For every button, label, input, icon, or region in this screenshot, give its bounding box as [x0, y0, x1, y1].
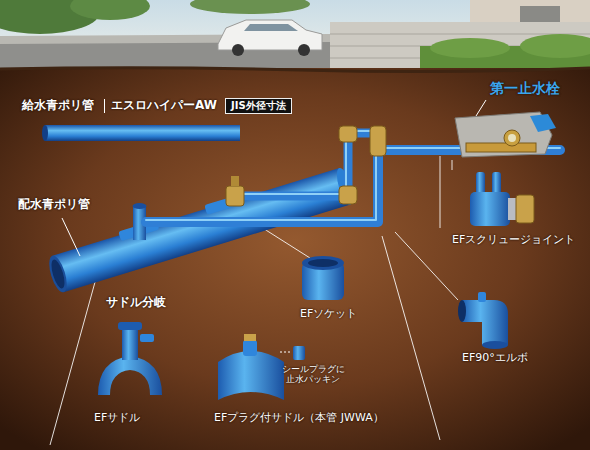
saddle-part	[98, 356, 162, 395]
illustration	[520, 6, 560, 24]
brass-fitting	[370, 126, 386, 156]
bracket-line	[395, 232, 458, 300]
brass-fitting	[226, 126, 386, 206]
bracket-line	[452, 160, 453, 170]
leader-line	[62, 100, 486, 256]
elbow-part	[478, 292, 486, 302]
seal-plug-part	[293, 346, 305, 360]
plug-saddle-part	[218, 334, 284, 400]
car	[244, 24, 298, 31]
part-name: EFサドル	[94, 412, 140, 425]
leader-line	[476, 100, 486, 116]
illustration	[0, 68, 590, 72]
bracket-line	[50, 264, 100, 445]
meter-box	[504, 130, 520, 146]
brass-fitting	[231, 176, 239, 186]
product-name: エスロハイパーAW	[104, 99, 217, 113]
socket-part	[302, 256, 344, 300]
illustration	[45, 125, 240, 141]
socket-part	[308, 259, 338, 267]
service-pipe	[240, 131, 378, 194]
plug-saddle-part	[243, 340, 257, 356]
screw-joint-part	[470, 192, 510, 226]
pipe-name: 配水青ポリ管	[18, 198, 90, 212]
saddle-part	[122, 326, 138, 360]
leader-line	[62, 218, 80, 256]
badge-text: JIS外径寸法	[231, 100, 286, 112]
pipe-name: 給水青ポリ管	[22, 99, 94, 113]
screw-joint-part	[516, 195, 534, 223]
main-pipe	[49, 258, 67, 290]
meter-box	[466, 143, 536, 152]
meter-box	[530, 114, 556, 132]
saddle-part	[118, 322, 142, 330]
part-name: EFプラグ付サドル（本管 JWWA）	[214, 412, 384, 425]
saddle-part	[98, 322, 162, 395]
part-note: シールプラグに 止水パッキン	[276, 364, 350, 385]
illustration	[42, 125, 48, 141]
plug-saddle-part	[218, 351, 284, 400]
spec-badge: JIS外径寸法	[225, 98, 292, 114]
group-name: サドル分岐	[106, 296, 166, 310]
brass-fitting	[226, 186, 244, 206]
illustration	[0, 68, 590, 450]
elbow-part	[462, 300, 508, 345]
brass-fitting	[339, 126, 357, 142]
meter-box	[508, 134, 516, 142]
bracket-line	[382, 236, 440, 440]
illustration	[430, 38, 510, 58]
brass-fitting	[339, 186, 357, 204]
bracket-line	[440, 156, 441, 228]
illustration	[520, 34, 590, 58]
service-pipe	[240, 133, 378, 196]
car	[298, 44, 310, 56]
plug-saddle-part	[244, 334, 256, 341]
saddle-part	[140, 334, 154, 342]
seal-plug-part	[280, 352, 290, 353]
meter-box	[455, 112, 556, 157]
seal-plug-part	[280, 346, 305, 360]
main-pipe	[46, 254, 70, 294]
illustration	[70, 0, 150, 20]
car	[218, 20, 322, 56]
socket-part	[302, 256, 344, 270]
elbow-part	[458, 292, 508, 349]
screw-joint-part	[470, 172, 534, 226]
illustration	[190, 0, 310, 14]
part-name: EFスクリュージョイント	[452, 234, 575, 247]
elbow-part	[482, 341, 508, 349]
illustration	[133, 203, 147, 209]
elbow-part	[458, 300, 466, 322]
car	[232, 44, 244, 56]
part-name: EFソケット	[300, 308, 357, 321]
part-callout: 第一止水栓	[490, 80, 560, 96]
part-name: EF90°エルボ	[462, 352, 528, 365]
